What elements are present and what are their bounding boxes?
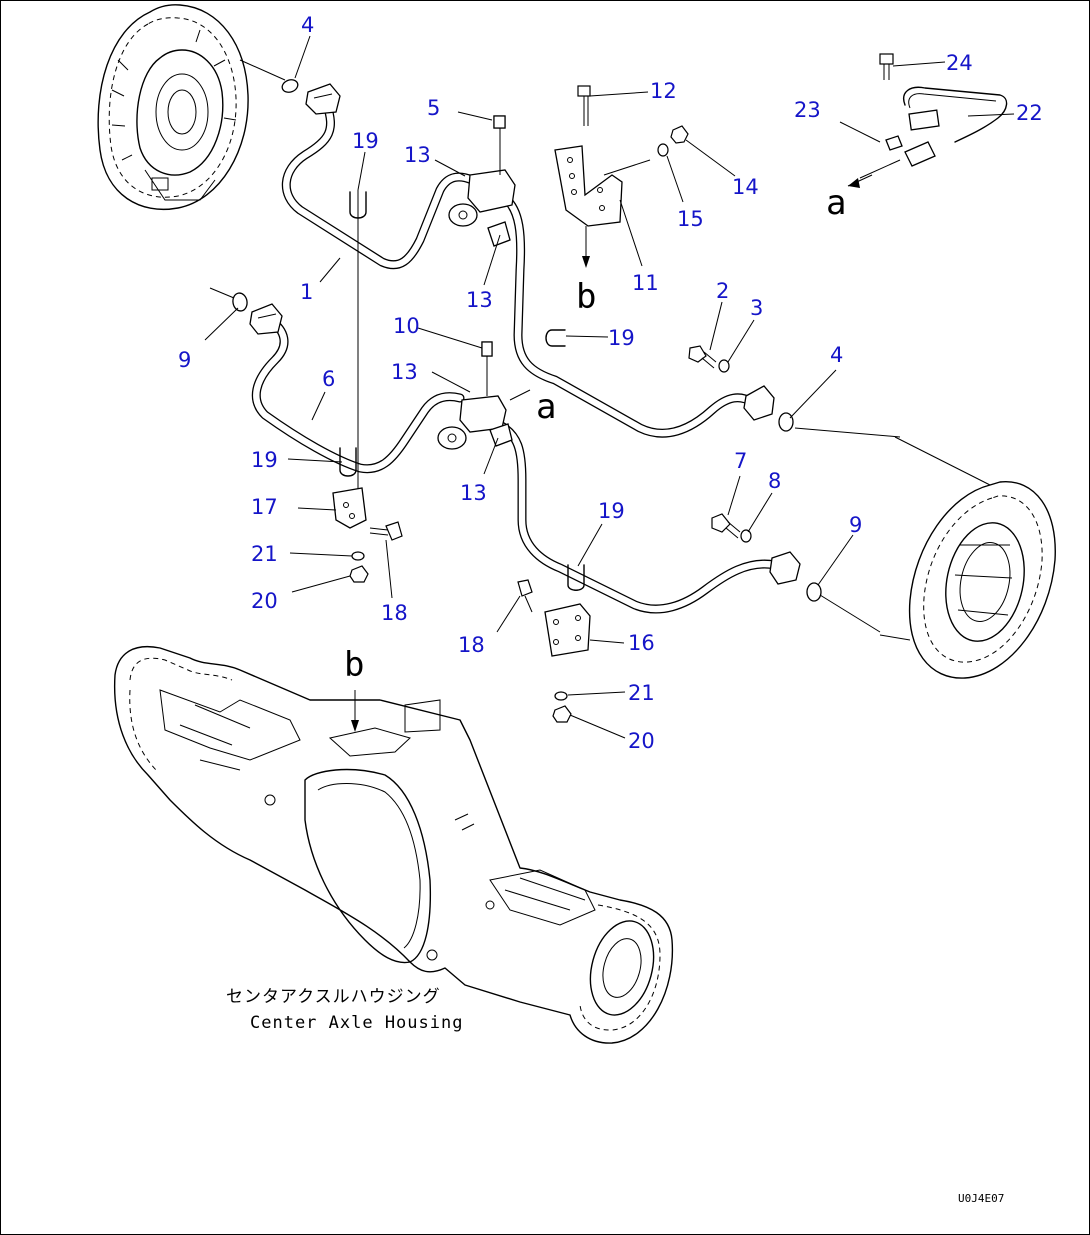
callout-21: 21 xyxy=(251,542,278,566)
o-rings xyxy=(209,79,881,633)
reference-letters: a a b b xyxy=(344,183,846,685)
callout-21: 21 xyxy=(628,681,655,705)
reference-arrows xyxy=(351,226,590,732)
reference-b-bracket: b xyxy=(576,277,596,317)
callout-12: 12 xyxy=(650,79,677,103)
callout-4: 4 xyxy=(301,13,314,37)
callout-10: 10 xyxy=(393,314,420,338)
callout-17: 17 xyxy=(251,495,278,519)
callout-19: 19 xyxy=(251,448,278,472)
pipe-fittings xyxy=(249,83,801,585)
callout-22: 22 xyxy=(1016,101,1043,125)
callout-1: 1 xyxy=(300,280,313,304)
callout-9: 9 xyxy=(178,348,191,372)
callout-9: 9 xyxy=(849,513,862,537)
callout-7: 7 xyxy=(734,449,747,473)
callout-15: 15 xyxy=(677,207,704,231)
callout-13: 13 xyxy=(391,360,418,384)
callout-20: 20 xyxy=(628,729,655,753)
callout-4: 4 xyxy=(830,343,843,367)
caption-english: Center Axle Housing xyxy=(250,1013,463,1033)
callout-11: 11 xyxy=(632,271,659,295)
callout-6: 6 xyxy=(322,367,335,391)
reference-b-housing: b xyxy=(344,645,364,685)
callout-18: 18 xyxy=(381,601,408,625)
center-axle-housing xyxy=(113,646,674,1044)
callout-23: 23 xyxy=(794,98,821,122)
fasteners xyxy=(349,53,894,723)
callout-20: 20 xyxy=(251,589,278,613)
leader-lines xyxy=(204,35,1015,739)
callout-3: 3 xyxy=(750,296,763,320)
sensor-assembly xyxy=(847,86,1008,188)
callout-2: 2 xyxy=(716,279,729,303)
right-brake-disc xyxy=(794,427,1056,679)
callout-labels: 4 19 13 5 1 13 12 14 15 11 24 22 23 9 6 … xyxy=(178,13,1043,753)
callout-16: 16 xyxy=(628,631,655,655)
callout-19: 19 xyxy=(598,499,625,523)
callout-19: 19 xyxy=(608,326,635,350)
callout-18: 18 xyxy=(458,633,485,657)
callout-8: 8 xyxy=(768,469,781,493)
callout-24: 24 xyxy=(946,51,973,75)
callout-13: 13 xyxy=(460,481,487,505)
brackets xyxy=(332,145,623,657)
reference-a-sensor: a xyxy=(826,183,846,223)
left-brake-disc xyxy=(97,4,286,210)
u-clamps xyxy=(339,191,585,591)
reference-a-pipe: a xyxy=(536,387,556,427)
brake-pipes xyxy=(251,100,780,614)
callout-14: 14 xyxy=(732,175,759,199)
callout-5: 5 xyxy=(427,96,440,120)
callout-13: 13 xyxy=(404,143,431,167)
callout-19: 19 xyxy=(352,129,379,153)
drawing-code: U0J4E07 xyxy=(958,1192,1004,1205)
caption-japanese: センタアクスルハウジング xyxy=(226,987,441,1007)
callout-13: 13 xyxy=(466,288,493,312)
